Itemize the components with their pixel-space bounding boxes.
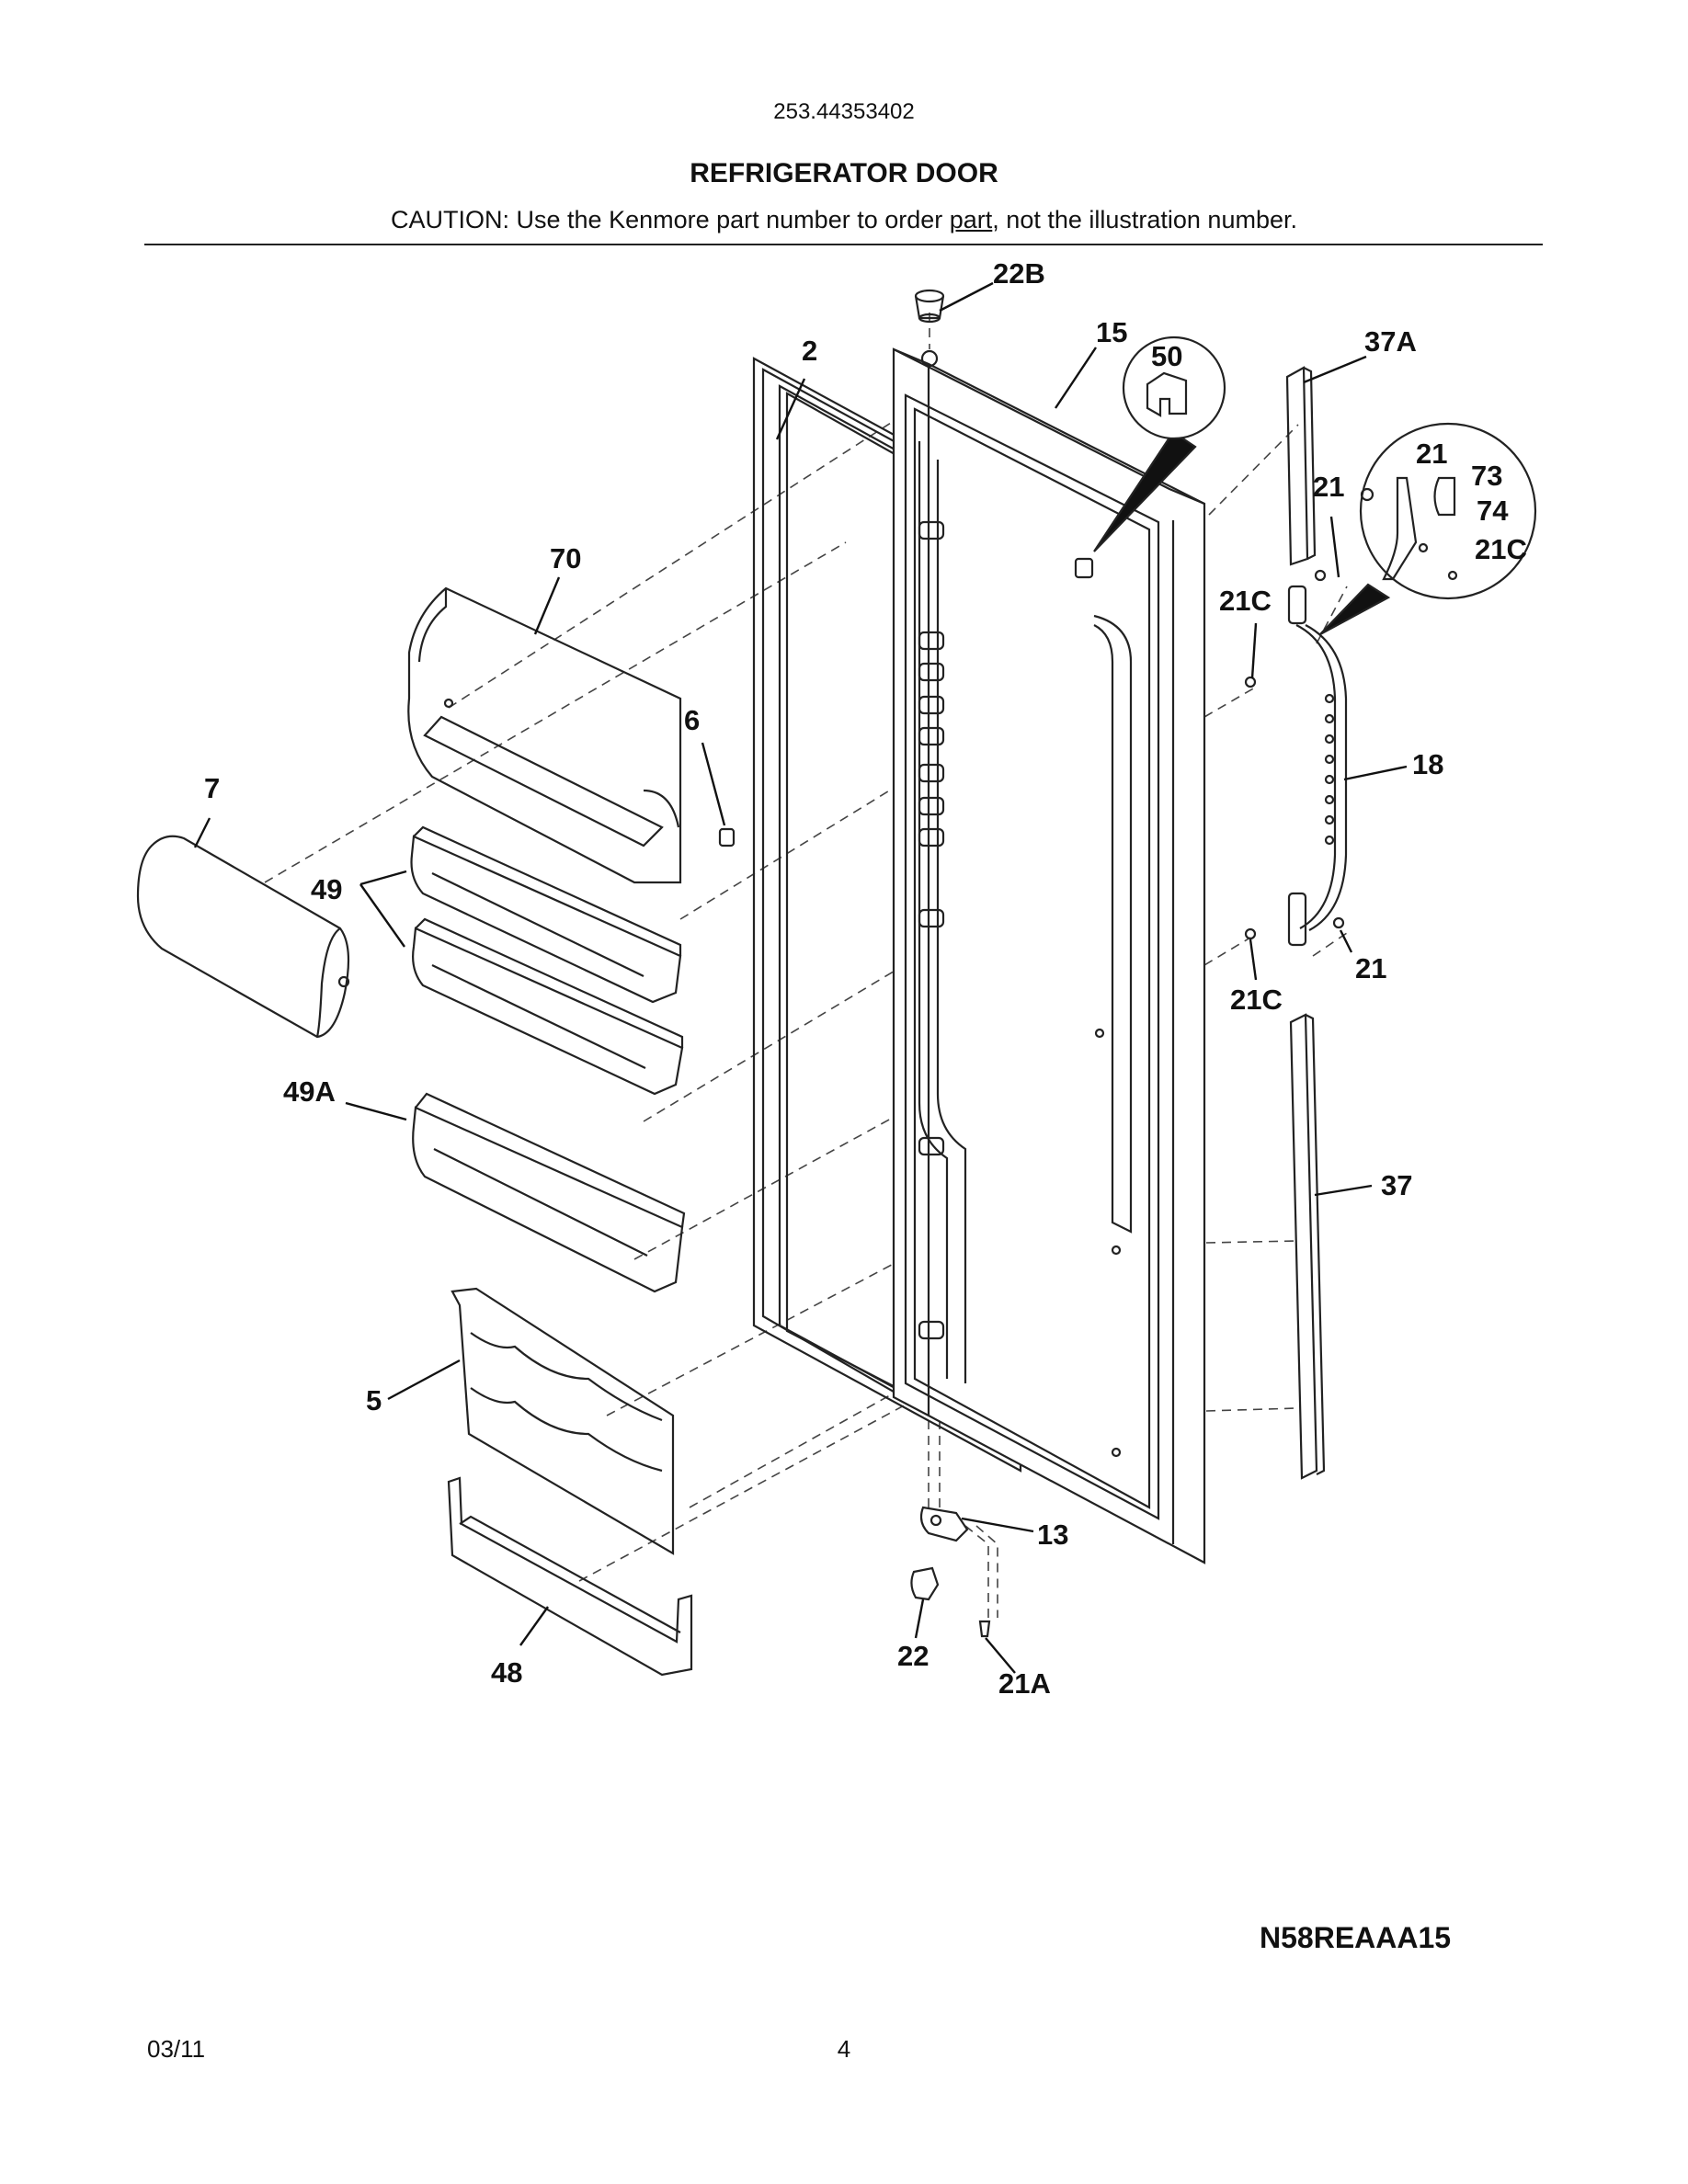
bottom-hinge-plate bbox=[919, 1506, 969, 1542]
top-handle-trim bbox=[1285, 366, 1317, 566]
door-bin-middle bbox=[412, 917, 684, 1096]
bottom-hinge-bushing bbox=[910, 1566, 940, 1601]
bottom-handle-trim bbox=[1289, 1013, 1326, 1480]
dairy-compartment bbox=[407, 586, 682, 884]
callout-21-detail: 21 bbox=[1416, 438, 1447, 470]
callout-21-lower: 21 bbox=[1355, 952, 1386, 984]
callout-48: 48 bbox=[491, 1656, 522, 1689]
can-rack bbox=[451, 1287, 675, 1555]
callout-74: 74 bbox=[1477, 495, 1509, 527]
model-number: 253.44353402 bbox=[773, 99, 915, 124]
callout-50: 50 bbox=[1151, 340, 1182, 372]
callout-21C-upper: 21C bbox=[1219, 585, 1272, 617]
hinge-screw bbox=[978, 1620, 991, 1638]
callout-15: 15 bbox=[1096, 316, 1127, 348]
drawing-code: N58REAAA15 bbox=[1260, 1921, 1452, 1954]
assembly-guide-lines bbox=[264, 313, 1348, 1618]
caution-text-end: , not the illustration number. bbox=[992, 206, 1297, 233]
callout-22: 22 bbox=[897, 1640, 929, 1672]
callout-37A: 37A bbox=[1364, 325, 1417, 358]
dairy-door bbox=[136, 835, 350, 1039]
caution-text-start: CAUTION: Use the Kenmore part number to … bbox=[391, 206, 950, 233]
callout-21A: 21A bbox=[998, 1667, 1051, 1700]
revision-date: 03/11 bbox=[147, 2035, 206, 2063]
callout-73: 73 bbox=[1471, 460, 1502, 492]
callout-37: 37 bbox=[1381, 1169, 1412, 1201]
callout-13: 13 bbox=[1037, 1519, 1068, 1551]
handle-mount-detail bbox=[1319, 422, 1537, 635]
callout-49: 49 bbox=[311, 873, 342, 905]
door-panel-assembly bbox=[892, 347, 1206, 1564]
bottom-door-shelf bbox=[447, 1476, 693, 1677]
header-divider bbox=[144, 244, 1543, 245]
callout-21C-detail: 21C bbox=[1475, 533, 1527, 565]
callout-6: 6 bbox=[684, 704, 700, 736]
callout-7: 7 bbox=[204, 772, 220, 804]
door-bin-lower bbox=[412, 1092, 686, 1293]
callout-21C-lower: 21C bbox=[1230, 984, 1283, 1016]
callout-22B: 22B bbox=[993, 257, 1045, 290]
door-handle bbox=[1244, 569, 1348, 947]
page-number: 4 bbox=[837, 2035, 851, 2063]
door-bin-upper bbox=[410, 825, 682, 1004]
leader-lines bbox=[193, 281, 1408, 1674]
callout-49A: 49A bbox=[283, 1075, 336, 1108]
door-clip bbox=[1074, 336, 1226, 579]
callout-18: 18 bbox=[1412, 748, 1443, 780]
door-bin-clip bbox=[718, 827, 736, 847]
hinge-bushing bbox=[914, 289, 945, 324]
caution-underlined-word: part bbox=[949, 206, 993, 233]
callout-2: 2 bbox=[802, 335, 817, 367]
caution-note: CAUTION: Use the Kenmore part number to … bbox=[0, 206, 1688, 234]
callout-70: 70 bbox=[550, 542, 581, 574]
callout-5: 5 bbox=[366, 1384, 382, 1416]
callout-21-upper: 21 bbox=[1313, 471, 1344, 503]
page-title: REFRIGERATOR DOOR bbox=[690, 158, 998, 188]
